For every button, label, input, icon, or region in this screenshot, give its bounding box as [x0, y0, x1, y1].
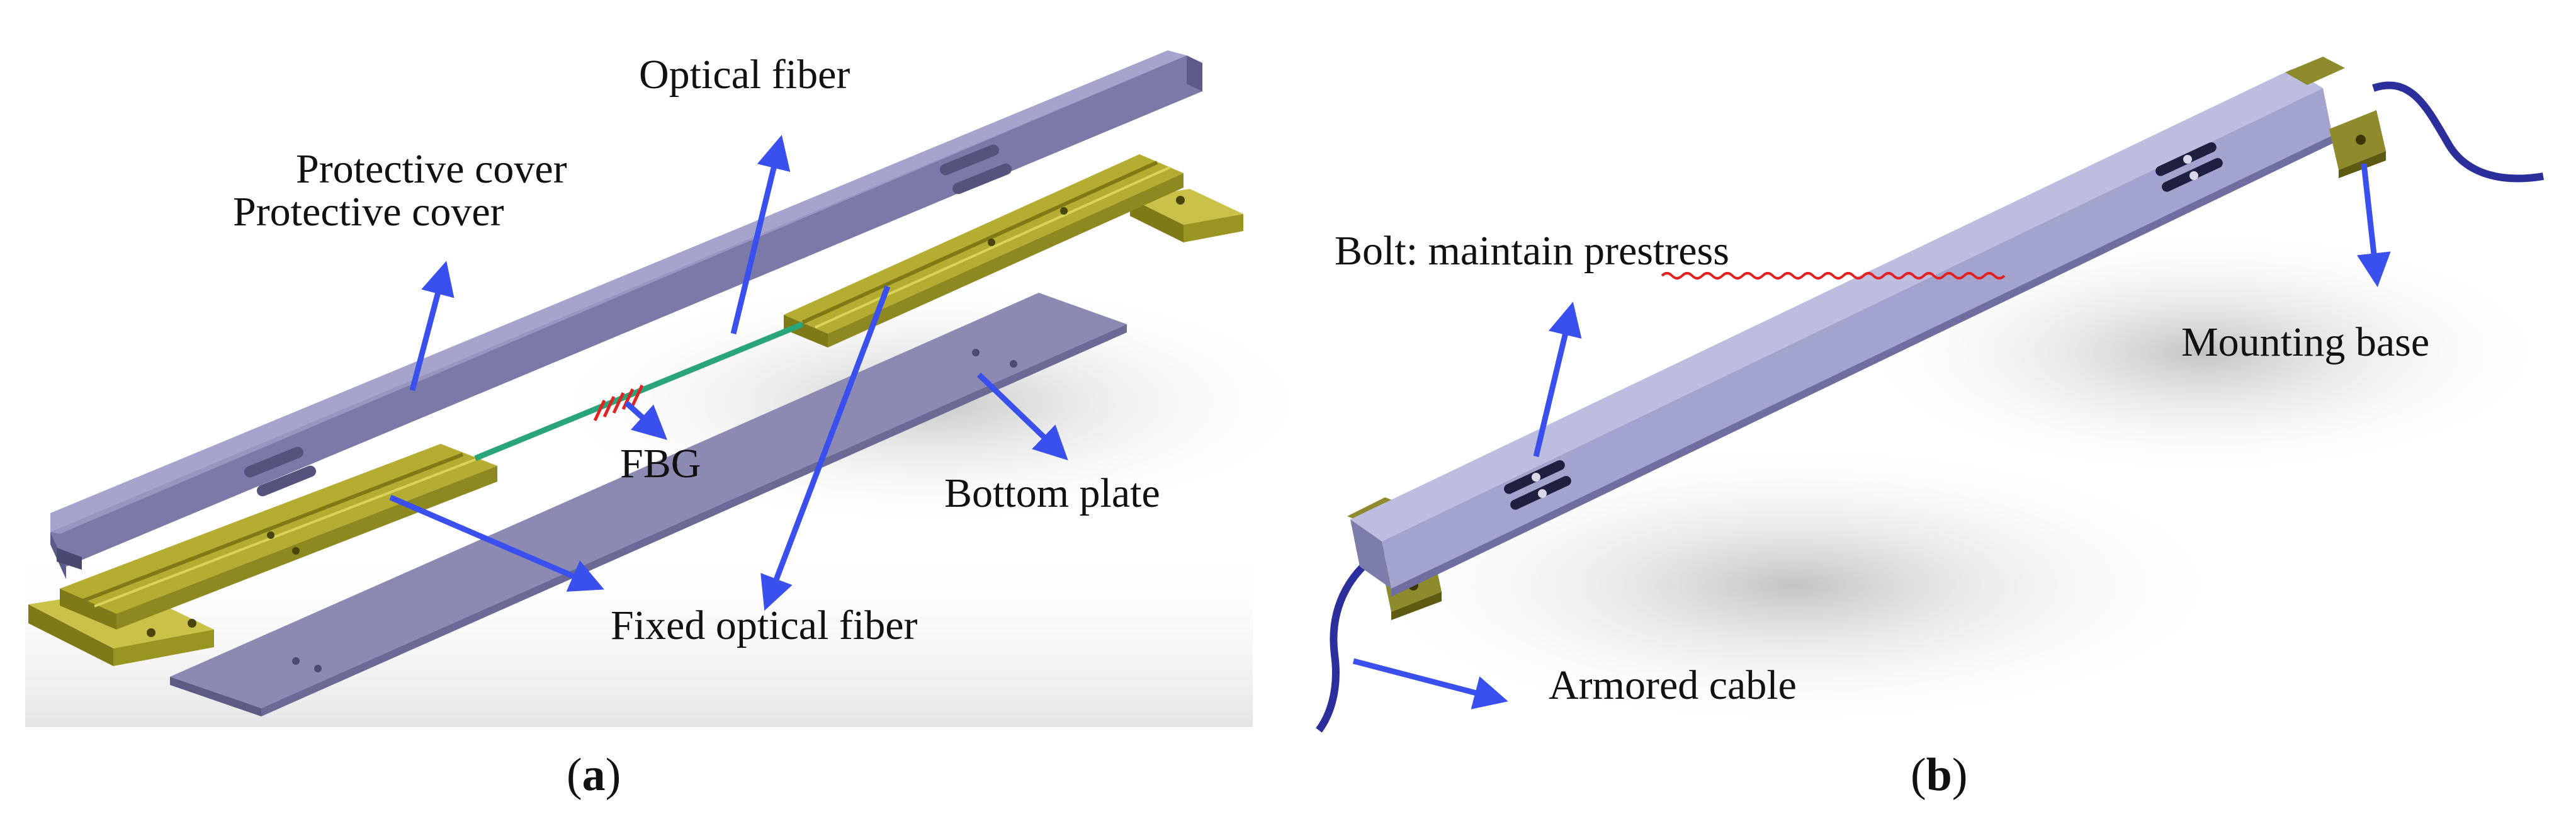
label-protective-cover-1: Protective cover — [296, 146, 567, 192]
panel-a: Optical fiber Protective cover Protectiv… — [25, 50, 1322, 801]
arrow-bolt — [1533, 302, 1582, 458]
sensor-body — [1350, 69, 2332, 597]
panel-b: Bolt: maintain prestress Mounting base A… — [1316, 57, 2556, 801]
shadow-b — [1353, 441, 2235, 730]
label-optical-fiber: Optical fiber — [639, 52, 850, 98]
arrow-optical-fiber — [730, 135, 791, 335]
spellcheck-underline — [1661, 272, 2006, 280]
arrow-fixed-optical-fiber — [760, 285, 891, 611]
label-mounting-base: Mounting base — [2181, 319, 2429, 365]
bottom-plate — [170, 293, 1127, 716]
protective-cover — [50, 50, 1202, 579]
label-fixed-optical-fiber: Fixed optical fiber — [611, 602, 918, 648]
arrow-fixed-optical-fiber-2 — [389, 494, 604, 592]
label-protective-cover-2: Protective cover — [233, 189, 504, 235]
label-armored-cable: Armored cable — [1549, 662, 1797, 708]
caption-a: (a) — [567, 749, 621, 801]
arrow-mounting-base — [2356, 163, 2391, 288]
left-fixture — [28, 444, 497, 666]
label-bottom-plate: Bottom plate — [944, 470, 1160, 516]
arrows-a — [389, 135, 1068, 611]
arrow-fbg — [624, 400, 668, 440]
right-fixture — [784, 154, 1243, 348]
armored-cable-right — [2372, 81, 2544, 183]
label-fbg: FBG — [620, 441, 701, 487]
arrow-protective-cover — [409, 261, 455, 392]
label-bolt: Bolt: maintain prestress — [1335, 228, 1729, 274]
caption-b: (b) — [1911, 749, 1967, 801]
fbg-grating — [593, 384, 644, 422]
arrow-bottom-plate — [976, 372, 1068, 461]
arrows-b — [1352, 163, 2391, 709]
arrow-armored-cable — [1352, 658, 1508, 709]
